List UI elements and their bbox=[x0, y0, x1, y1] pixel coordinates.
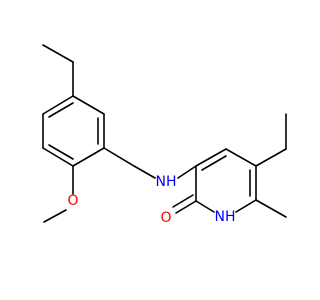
bond bbox=[172, 194, 194, 208]
ring-nh-label: NH bbox=[215, 209, 236, 225]
bond bbox=[48, 144, 74, 160]
pyridinone-ring bbox=[195, 148, 257, 213]
bond bbox=[235, 199, 257, 213]
nh-linker-label: NH bbox=[156, 174, 177, 190]
bond bbox=[255, 199, 287, 218]
bond bbox=[72, 147, 105, 167]
bond bbox=[42, 44, 74, 63]
bond bbox=[43, 209, 67, 223]
benzene-ring bbox=[42, 95, 105, 167]
bond bbox=[201, 155, 227, 171]
bond bbox=[48, 102, 74, 118]
methylene-linker bbox=[103, 147, 197, 179]
carbonyl-group bbox=[172, 194, 197, 214]
bond bbox=[133, 165, 156, 179]
bond bbox=[42, 147, 74, 167]
bond bbox=[225, 148, 257, 167]
bond bbox=[177, 165, 197, 179]
methoxy-group bbox=[43, 165, 74, 223]
bond bbox=[103, 147, 135, 167]
bond bbox=[255, 148, 287, 167]
bond bbox=[175, 200, 197, 214]
carbonyl-oxygen-label: O bbox=[160, 210, 171, 226]
pyridinone-ethyl-group bbox=[255, 113, 287, 167]
bond bbox=[195, 148, 227, 167]
pyridinone-methyl-group bbox=[255, 199, 287, 218]
methoxy-oxygen-label: O bbox=[67, 193, 78, 209]
bond bbox=[42, 95, 74, 115]
bond bbox=[195, 200, 215, 213]
bond bbox=[72, 95, 105, 115]
molecule-structure-diagram: NH NH O O bbox=[42, 44, 287, 226]
benzene-ethyl-group bbox=[42, 44, 74, 97]
